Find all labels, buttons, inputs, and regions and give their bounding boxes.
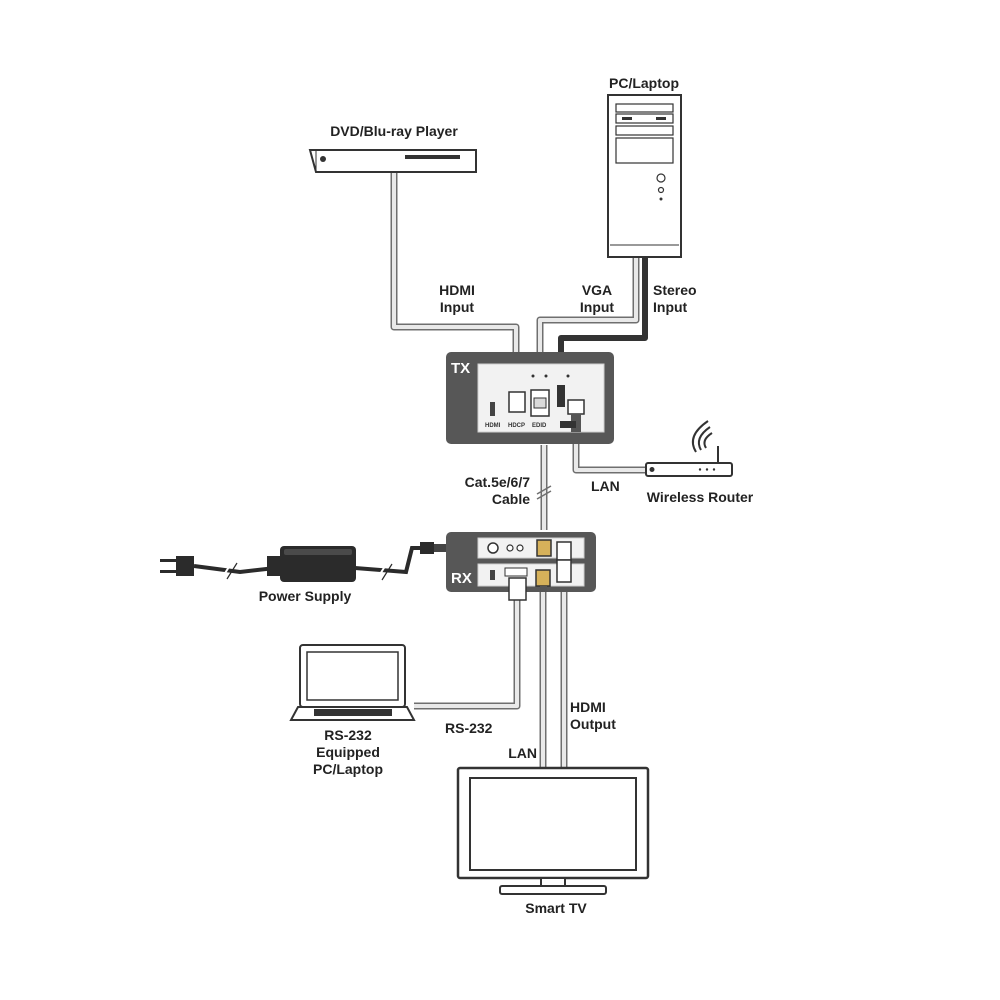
pc-laptop-label: PC/Laptop <box>609 75 679 91</box>
smart-tv <box>456 766 650 895</box>
rx-hdmi-port <box>556 541 572 561</box>
hdmi-output-label-1: HDMI <box>570 699 606 715</box>
tx-panel-logo-hdmi: HDMI <box>485 423 501 429</box>
hdmi-output-label-2: Output <box>570 716 616 732</box>
cat-cable-label-2: Cable <box>492 491 530 507</box>
power-supply-label: Power Supply <box>259 588 352 604</box>
rx-unit-label: RX <box>451 570 472 587</box>
tx-unit-label: TX <box>451 360 470 377</box>
wifi-signal-icon <box>692 420 713 453</box>
cable-catx <box>536 445 552 530</box>
hdmi-input-label-1: HDMI <box>439 282 475 298</box>
dvd-player <box>308 149 477 173</box>
rx-rs232-port <box>508 577 527 601</box>
power-supply <box>267 542 446 582</box>
rx-hdbt-port <box>536 539 552 557</box>
tx-lan-port <box>567 399 585 415</box>
tx-panel-logo-edid: EDID <box>532 423 547 429</box>
rs232-laptop <box>289 644 416 721</box>
rx-lan-port <box>535 569 551 587</box>
cable-rs232 <box>414 600 521 710</box>
wireless-router <box>645 420 733 477</box>
tx-unit: HDMI HDCP EDID TX <box>446 352 614 444</box>
lan-router-label: LAN <box>591 478 620 494</box>
power-plug-icon <box>160 556 194 576</box>
rs232-cable-label: RS-232 <box>445 720 493 736</box>
lan-rx-label: LAN <box>508 745 537 761</box>
dvd-player-label: DVD/Blu-ray Player <box>330 123 458 139</box>
tx-power-indicator <box>490 402 495 416</box>
tx-panel-logo-hdcp: HDCP <box>508 423 525 429</box>
tx-audio-plug <box>557 385 565 407</box>
rx-power-jack <box>487 542 499 554</box>
stereo-input-label-1: Stereo <box>653 282 697 298</box>
pc-tower <box>607 94 682 258</box>
laptop-label-1: RS-232 <box>324 727 372 743</box>
rx-unit: RX <box>446 532 596 601</box>
stereo-input-label-2: Input <box>653 299 688 315</box>
vga-input-label-1: VGA <box>582 282 612 298</box>
wireless-router-label: Wireless Router <box>647 489 754 505</box>
smart-tv-label: Smart TV <box>525 900 587 916</box>
vga-input-label-2: Input <box>580 299 615 315</box>
laptop-label-2: Equipped <box>316 744 380 760</box>
hdmi-input-label-2: Input <box>440 299 475 315</box>
laptop-label-3: PC/Laptop <box>313 761 383 777</box>
cat-cable-label-1: Cat.5e/6/7 <box>465 474 531 490</box>
tx-hdmi-port <box>508 391 526 413</box>
